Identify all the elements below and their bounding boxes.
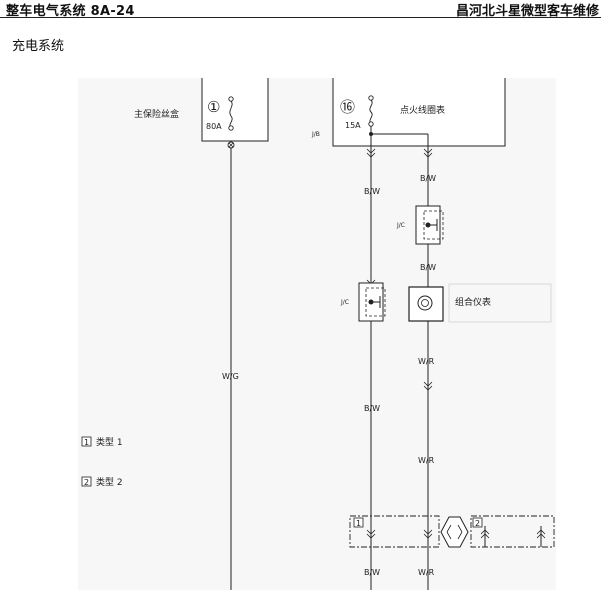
- main-fuse-box: ① 主保险丝盒 80A: [134, 78, 269, 142]
- ignition-fuse-rating: 15A: [345, 121, 361, 130]
- wire-label-bw-right-top: B/W: [420, 174, 436, 183]
- legend-text-1: 类型 1: [96, 436, 123, 448]
- header-right-title: 昌河北斗星微型客车维修: [455, 4, 599, 19]
- main-fuse-number: ①: [207, 98, 220, 116]
- type-box-1: 1: [356, 519, 361, 528]
- legend-text-2: 类型 2: [96, 476, 123, 488]
- wire-wg: W/G: [222, 141, 239, 590]
- diagram-background: [78, 78, 556, 590]
- jc-connector-right: J/C: [396, 205, 444, 245]
- jc-connector-left: J/C: [340, 282, 386, 322]
- wire-label-wr-top: W/R: [418, 357, 435, 366]
- legend: 1 类型 1 2 类型 2: [81, 436, 123, 488]
- legend-box-1: 1: [84, 438, 89, 447]
- section-title: 充电系统: [12, 39, 65, 54]
- wire-label-wg: W/G: [222, 372, 239, 381]
- type-selector: 1 2 B/W W/R: [349, 515, 555, 577]
- ignition-fuse-number: ⑯: [340, 98, 355, 116]
- wire-label-wr-mid: W/R: [418, 456, 435, 465]
- junction-label: J/B: [311, 131, 320, 138]
- wire-label-bw-left-top: B/W: [364, 187, 380, 196]
- combination-meter-label: 组合仪表: [455, 296, 491, 308]
- ignition-fuse-label: 点火线圈表: [400, 104, 445, 116]
- connector-label-right: J/C: [396, 222, 405, 229]
- type-box-2: 2: [475, 519, 480, 528]
- wire-label-bw-left-mid: B/W: [364, 404, 380, 413]
- legend-box-2: 2: [84, 478, 89, 487]
- ignition-fuse-box: ⑯ 点火线圈表 15A J/B: [311, 78, 506, 147]
- wire-label-bw-bottom: B/W: [364, 568, 380, 577]
- main-fuse-label: 主保险丝盒: [134, 108, 179, 120]
- main-fuse-rating: 80A: [206, 122, 222, 131]
- wire-label-bw-right-mid: B/W: [420, 263, 436, 272]
- wire-label-wr-bottom: W/R: [418, 568, 435, 577]
- combination-meter: 组合仪表: [408, 283, 552, 323]
- connector-label-left: J/C: [340, 299, 349, 306]
- header-left-title: 整车电气系统 8A-24: [6, 4, 135, 19]
- page-header: 整车电气系统 8A-24 昌河北斗星微型客车维修: [0, 0, 601, 19]
